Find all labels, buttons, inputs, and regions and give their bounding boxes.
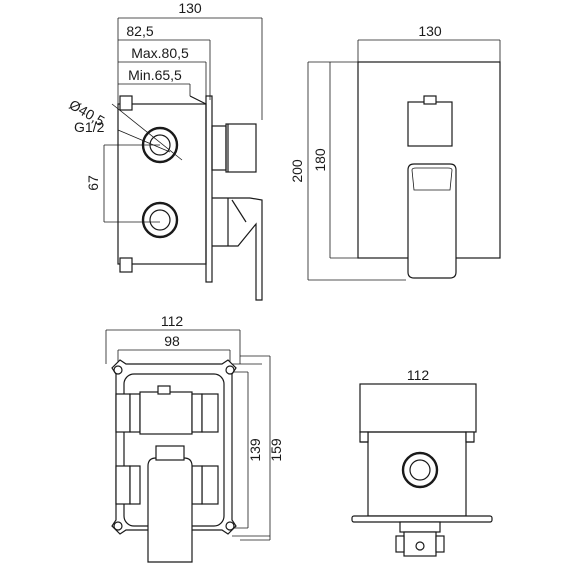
side-dim-67: 67 bbox=[85, 175, 101, 191]
front-dim-130: 130 bbox=[418, 23, 442, 39]
side-dim-130: 130 bbox=[178, 0, 202, 16]
side-dim-82-5: 82,5 bbox=[126, 23, 153, 39]
side-label-thread: G1/2 bbox=[74, 119, 105, 135]
box-dim-139: 139 bbox=[247, 438, 263, 462]
front-knob bbox=[407, 95, 453, 147]
box-dim-98: 98 bbox=[164, 333, 180, 349]
side-leaders bbox=[111, 103, 183, 161]
outlet-lower bbox=[141, 201, 179, 239]
side-dim-min: Min.65,5 bbox=[128, 67, 182, 83]
box-top-dim-112: 112 bbox=[407, 367, 430, 383]
box-top-outline bbox=[359, 383, 477, 517]
valve-body-outline bbox=[117, 95, 213, 283]
cartridge-and-handle bbox=[211, 123, 263, 301]
box-top-flange bbox=[351, 515, 493, 557]
front-view: 130 200 180 bbox=[289, 23, 501, 281]
lower-valve-block bbox=[115, 465, 219, 505]
box-lever-stem bbox=[155, 445, 185, 461]
front-dimension-lines bbox=[307, 39, 501, 281]
box-dimension-lines bbox=[105, 329, 271, 541]
box-top-view: 112 bbox=[351, 367, 493, 557]
front-dim-200: 200 bbox=[289, 159, 305, 183]
upper-valve-block bbox=[115, 385, 219, 435]
mount-hole-tl bbox=[113, 365, 123, 375]
front-dim-180: 180 bbox=[312, 148, 328, 172]
box-dim-159: 159 bbox=[268, 438, 284, 462]
box-front-view: 112 98 139 159 bbox=[105, 313, 284, 563]
box-top-outlet bbox=[401, 451, 439, 489]
side-view: 130 82,5 Max.80,5 Min.65,5 Ø40,5 G1/2 67 bbox=[67, 0, 263, 301]
mount-hole-br bbox=[225, 521, 235, 531]
mount-hole-bl bbox=[113, 521, 123, 531]
box-dim-112: 112 bbox=[161, 313, 184, 329]
outlet-upper bbox=[141, 126, 179, 164]
side-dim-max: Max.80,5 bbox=[131, 45, 189, 61]
box-lever bbox=[147, 457, 193, 563]
front-lever bbox=[407, 163, 457, 279]
top-dimension-lines bbox=[359, 383, 477, 432]
mount-hole-tr bbox=[225, 365, 235, 375]
side-dimension-lines bbox=[103, 17, 263, 223]
